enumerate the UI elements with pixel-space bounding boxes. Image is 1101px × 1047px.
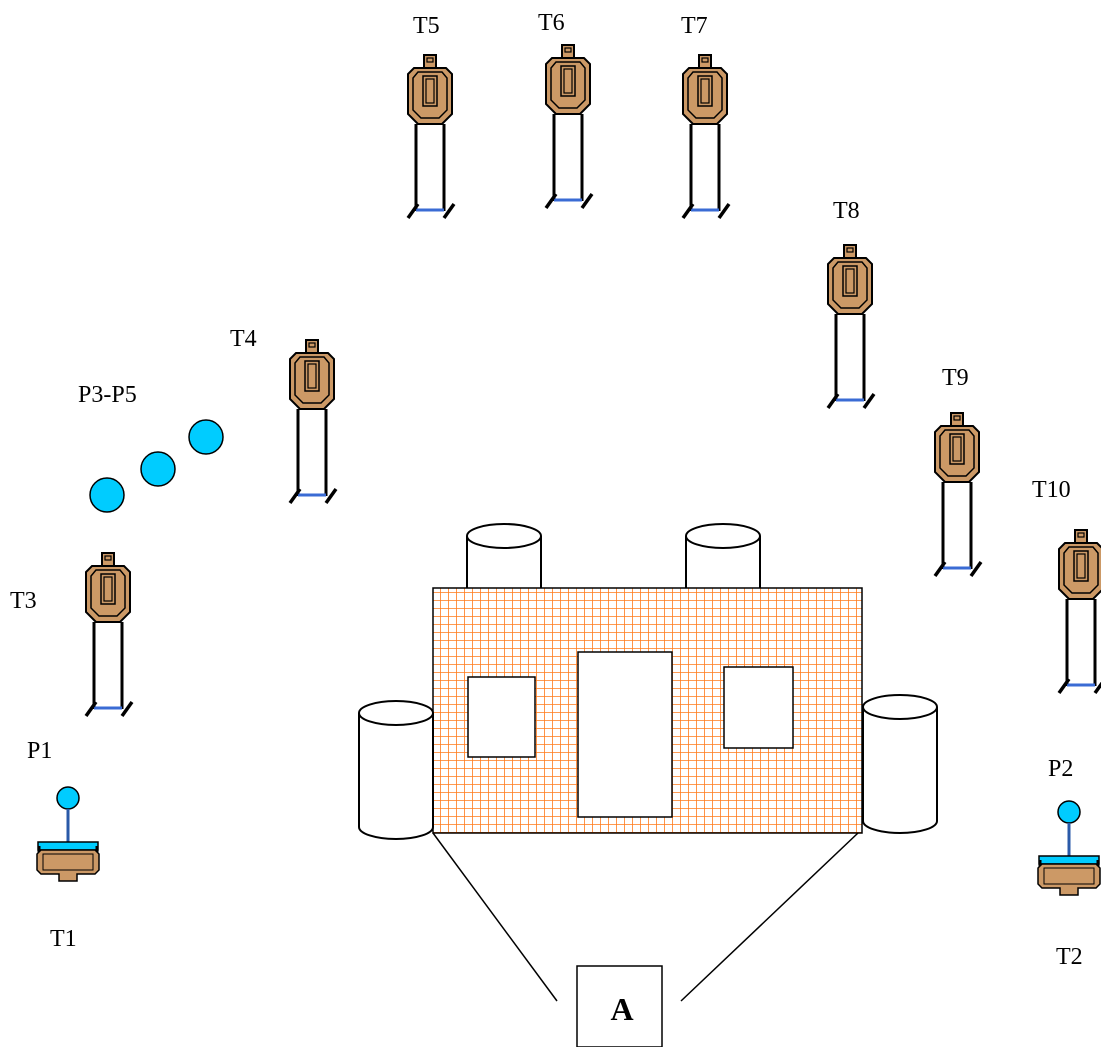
target-t1-with-popper-p1 [35, 785, 101, 883]
target-t10 [1057, 528, 1101, 695]
wall-port-right [723, 666, 794, 749]
popper-p3 [89, 477, 125, 513]
label-t6: T6 [538, 10, 565, 36]
start-position-box: A [576, 965, 663, 1047]
label-t7: T7 [681, 13, 708, 39]
target-t7 [681, 53, 731, 220]
wall [432, 587, 863, 834]
wall-port-left [467, 676, 536, 758]
view-line-right [680, 832, 859, 1002]
barrel-front-left [358, 700, 434, 840]
label-t8: T8 [833, 198, 860, 224]
label-t3: T3 [10, 588, 37, 614]
target-t3 [84, 551, 134, 718]
target-t6 [544, 43, 594, 210]
target-t9 [933, 411, 983, 578]
label-t5: T5 [413, 13, 440, 39]
label-t1: T1 [50, 926, 77, 952]
label-t2: T2 [1056, 944, 1083, 970]
view-line-left [432, 832, 558, 1002]
target-t5 [406, 53, 456, 220]
popper-p5 [188, 419, 224, 455]
popper-p4 [140, 451, 176, 487]
label-t10: T10 [1032, 477, 1071, 503]
target-t2-with-popper-p2 [1036, 799, 1101, 897]
label-t4: T4 [230, 326, 257, 352]
label-p3-p5: P3-P5 [78, 382, 137, 408]
target-t4 [288, 338, 338, 505]
target-t8 [826, 243, 876, 410]
label-t9: T9 [942, 365, 969, 391]
label-p2: P2 [1048, 756, 1073, 782]
start-position-label: A [610, 991, 633, 1027]
label-p1: P1 [27, 738, 52, 764]
wall-door-center [577, 651, 673, 818]
barrel-front-right [862, 694, 938, 834]
